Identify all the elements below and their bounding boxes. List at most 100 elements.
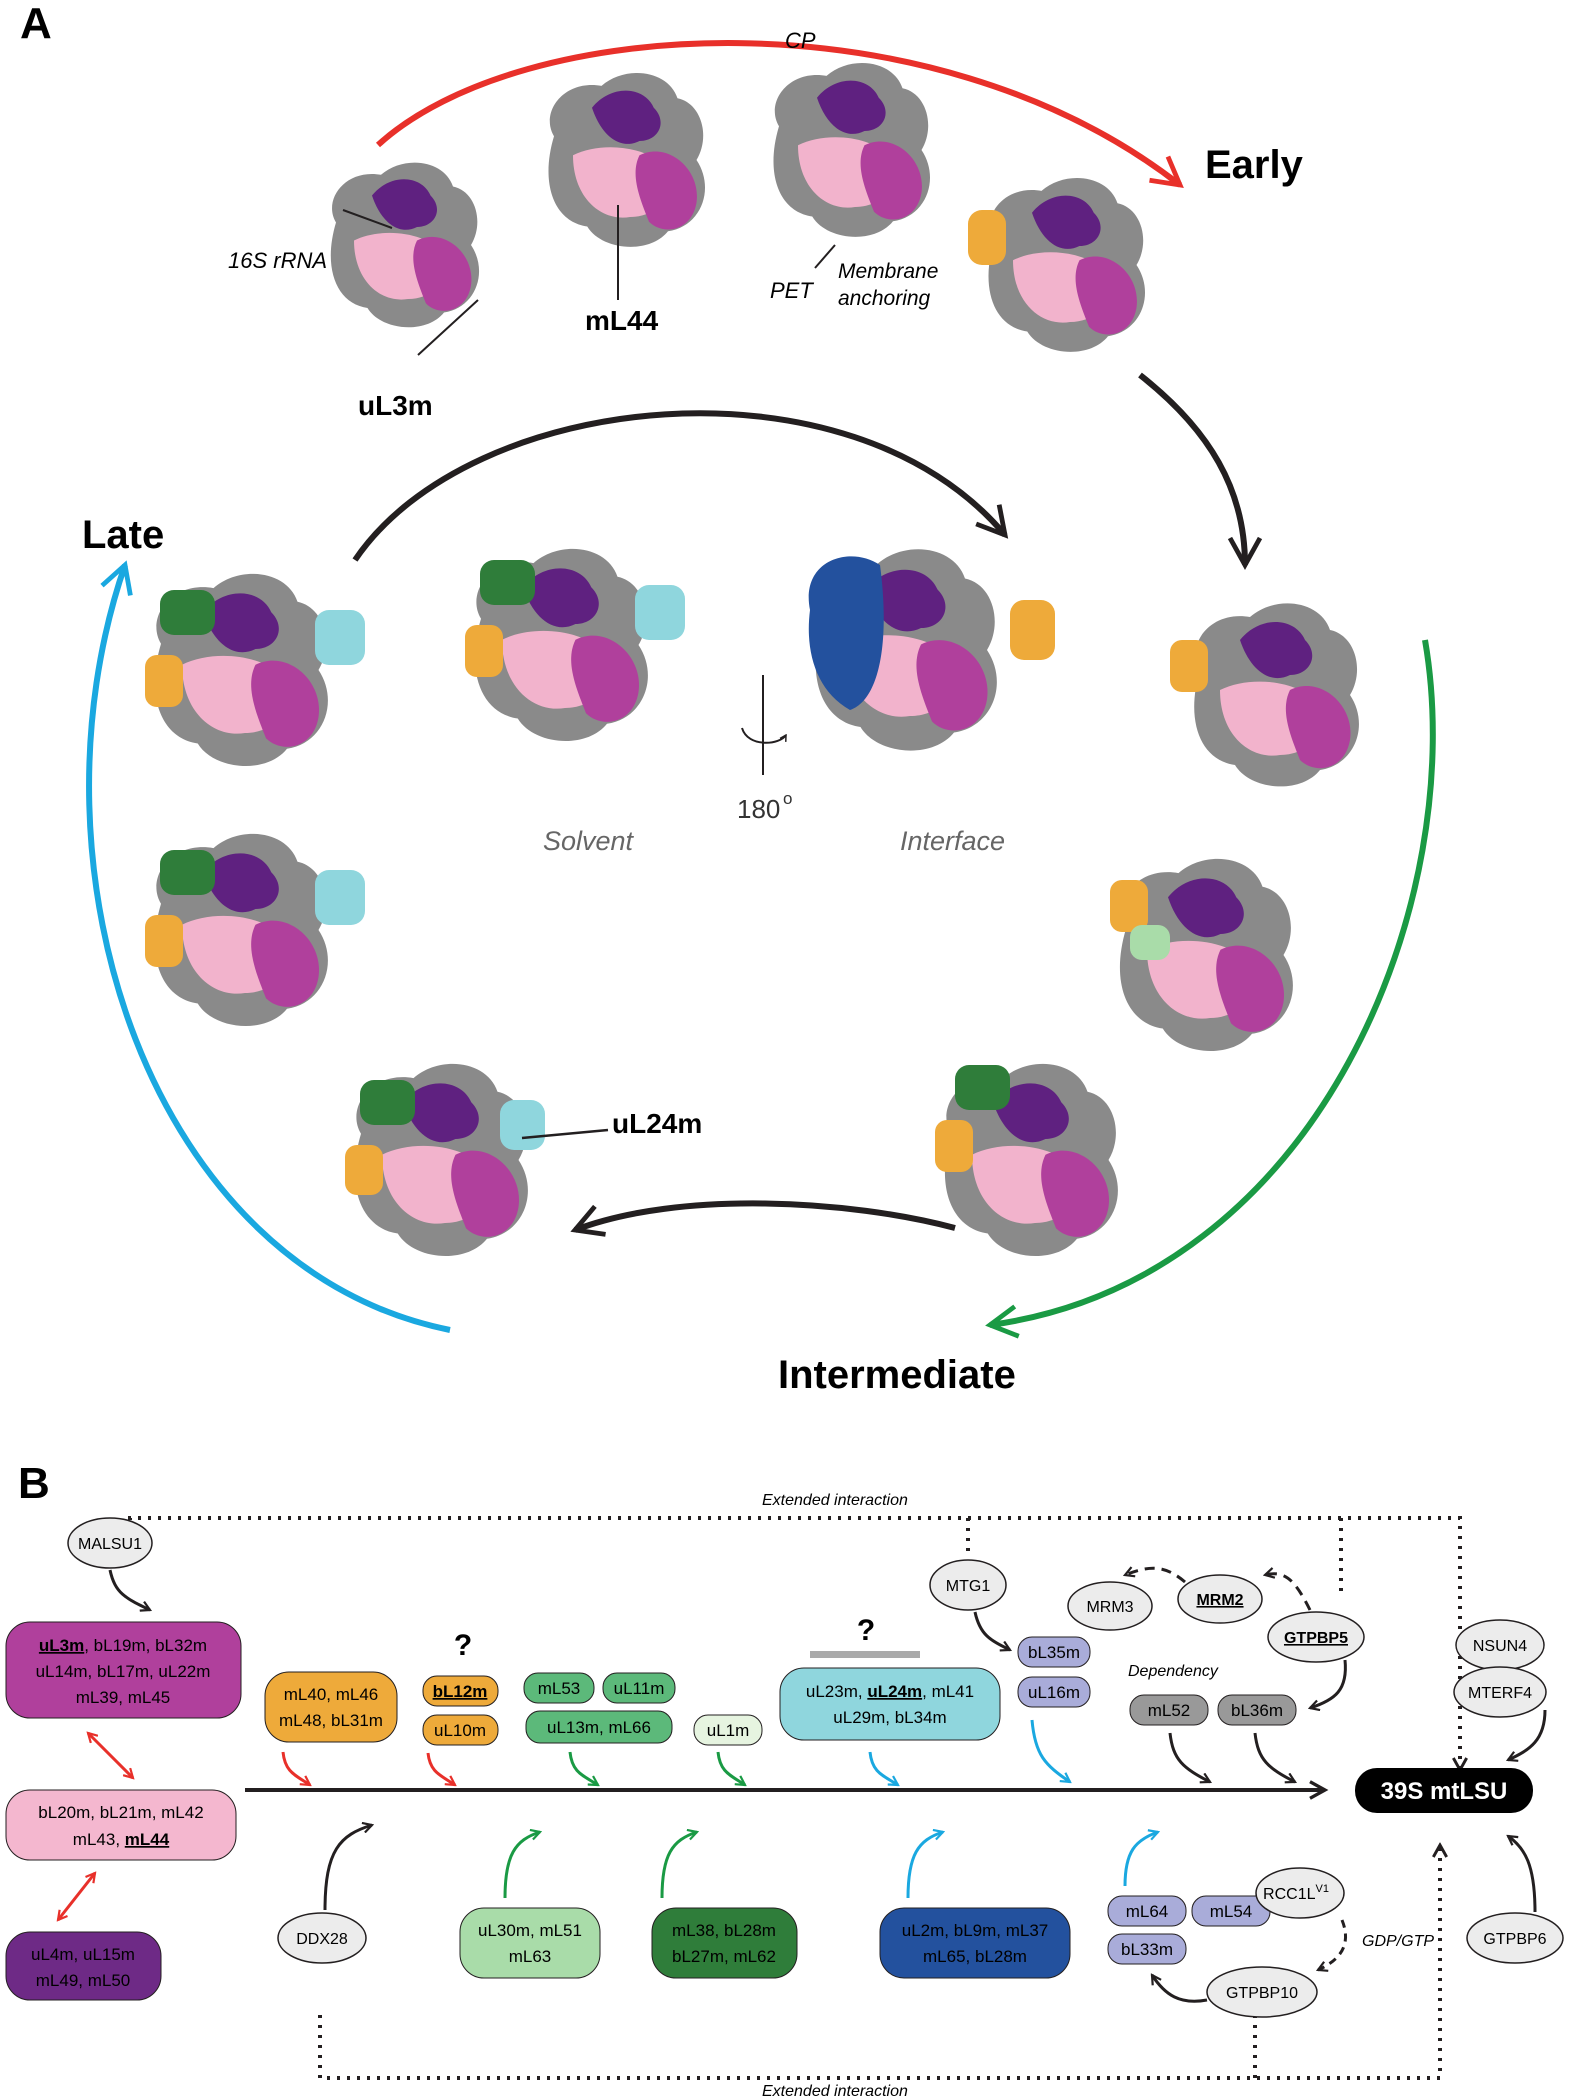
module-cyan-pre: uL23m, bbox=[806, 1682, 867, 1701]
rrna-leader bbox=[342, 209, 393, 229]
module-bl33m bbox=[1107, 1933, 1187, 1965]
factor-nsun4-label: NSUN4 bbox=[1473, 1638, 1527, 1655]
module-ul13m-ml66 bbox=[525, 1710, 673, 1744]
light-green-arrow bbox=[503, 1832, 540, 1899]
mterf4-arrow bbox=[1508, 1709, 1547, 1760]
dependency-label: Dependency bbox=[1128, 1663, 1219, 1680]
extended-interaction-bottom-line bbox=[318, 1845, 1440, 2080]
label-uL24m: uL24m bbox=[612, 1108, 702, 1139]
structure-mL44 bbox=[548, 72, 706, 247]
module-light-green-line2: mL63 bbox=[509, 1947, 552, 1966]
rotation-label: 180 bbox=[737, 794, 780, 824]
module-bl35m bbox=[1017, 1636, 1091, 1668]
panel-b-letter: B bbox=[18, 1459, 50, 1508]
module-dark-green-line1: mL38, bL28m bbox=[672, 1921, 776, 1940]
red-double-arrow-2 bbox=[58, 1873, 95, 1920]
module-ul13m-ml66-label: uL13m, mL66 bbox=[547, 1718, 651, 1737]
factor-rcc1l-text: RCC1LV1 bbox=[1263, 1883, 1329, 1903]
module-pink-line1: bL20m, bL21m, mL42 bbox=[38, 1803, 203, 1822]
dark-green-arrow bbox=[660, 1832, 697, 1899]
int3-dkgreen bbox=[955, 1065, 1010, 1110]
module-cyan-key: uL24m bbox=[867, 1682, 922, 1701]
gtpbp5-arrow bbox=[1310, 1659, 1347, 1708]
center-transition-arrow bbox=[352, 410, 1009, 562]
factor-mterf4 bbox=[1453, 1666, 1547, 1718]
late3-dkgreen bbox=[360, 1080, 415, 1125]
factor-mrm3 bbox=[1067, 1581, 1153, 1631]
bl36m-arrow bbox=[1253, 1732, 1295, 1782]
question-bar bbox=[810, 1651, 920, 1658]
module-blue-line2: mL65, bL28m bbox=[923, 1947, 1027, 1966]
solvent-teal bbox=[635, 585, 685, 640]
late3-orange bbox=[345, 1145, 383, 1195]
label-pet: PET bbox=[770, 278, 814, 303]
module-ul10m-label: uL10m bbox=[434, 1721, 486, 1740]
rcc1l-to-gtpbp10-arrow bbox=[1318, 1919, 1348, 1970]
module-ul11m bbox=[602, 1672, 676, 1704]
module-cyan-post: , mL41 bbox=[922, 1682, 974, 1701]
label-16s-rrna: 16S rRNA bbox=[228, 248, 327, 273]
factor-mtg1-label: MTG1 bbox=[946, 1578, 991, 1595]
late3-teal bbox=[500, 1100, 545, 1150]
stage-early-label: Early bbox=[1205, 143, 1304, 187]
intermediate-cycle-arrow bbox=[985, 639, 1436, 1339]
factor-gtpbp6-label: GTPBP6 bbox=[1483, 1931, 1546, 1948]
module-dark-green bbox=[651, 1907, 798, 1979]
factor-malsu1-label: MALSU1 bbox=[78, 1536, 142, 1553]
module-ul10m bbox=[422, 1714, 499, 1746]
module-light-green bbox=[459, 1907, 601, 1979]
module-ul16m-label: uL16m bbox=[1028, 1683, 1080, 1702]
ul1m-arrow bbox=[716, 1751, 745, 1785]
label-membrane-anchoring-2: anchoring bbox=[838, 287, 931, 310]
factor-mrm3-label: MRM3 bbox=[1086, 1599, 1133, 1616]
lavender-a-arrow bbox=[1030, 1719, 1070, 1782]
late1-teal bbox=[315, 610, 365, 665]
int2-orange bbox=[1110, 880, 1148, 932]
gdp-gtp-label: GDP/GTP bbox=[1362, 1933, 1434, 1950]
label-interface: Interface bbox=[900, 826, 1005, 856]
factor-gtpbp5-label: GTPBP5 bbox=[1284, 1630, 1348, 1647]
module-magenta-line3: mL39, mL45 bbox=[76, 1688, 171, 1707]
module-bl35m-label: bL35m bbox=[1028, 1643, 1080, 1662]
factor-ddx28 bbox=[277, 1912, 367, 1964]
solvent-orange bbox=[465, 625, 503, 677]
factor-malsu1 bbox=[67, 1517, 153, 1569]
question-mark-1: ? bbox=[454, 1629, 472, 1662]
solvent-dkgreen bbox=[480, 560, 535, 605]
factor-gtpbp10 bbox=[1206, 1966, 1318, 2018]
target-39s-mtlsu-label: 39S mtLSU bbox=[1381, 1778, 1508, 1805]
panel-a-letter: A bbox=[20, 0, 52, 48]
factor-gtpbp5 bbox=[1267, 1611, 1365, 1663]
stage-intermediate-label: Intermediate bbox=[778, 1353, 1016, 1397]
late2-dkgreen bbox=[160, 850, 215, 895]
stage-late-label: Late bbox=[82, 513, 164, 557]
module-cyan-line2: uL29m, bL34m bbox=[833, 1708, 946, 1727]
module-ul1m bbox=[693, 1714, 763, 1746]
interface-orange bbox=[1010, 600, 1055, 660]
label-membrane-anchoring-1: Membrane bbox=[838, 260, 938, 283]
module-ml54-label: mL54 bbox=[1210, 1902, 1253, 1921]
module-bl36m bbox=[1217, 1694, 1297, 1726]
gtpbp5-to-mrm2-arrow bbox=[1265, 1574, 1312, 1611]
cyan-arrow bbox=[868, 1751, 898, 1787]
module-ml64-label: mL64 bbox=[1126, 1902, 1169, 1921]
factor-gtpbp10-label: GTPBP10 bbox=[1226, 1985, 1298, 2002]
module-ml53-label: mL53 bbox=[538, 1679, 581, 1698]
module-orange-a-line2: mL48, bL31m bbox=[279, 1711, 383, 1730]
green-a-arrow bbox=[568, 1751, 598, 1787]
module-bl12m bbox=[422, 1675, 499, 1707]
factor-mrm2-label: MRM2 bbox=[1196, 1592, 1243, 1609]
module-ul11m-label: uL11m bbox=[614, 1679, 665, 1698]
module-purple-line2: mL49, mL50 bbox=[36, 1971, 131, 1990]
late2-orange bbox=[145, 915, 183, 967]
module-pink bbox=[5, 1789, 237, 1861]
label-mL44: mL44 bbox=[585, 305, 659, 336]
early-to-intermediate-arrow bbox=[1138, 372, 1263, 570]
module-light-green-line1: uL30m, mL51 bbox=[478, 1921, 582, 1940]
gtpbp6-arrow bbox=[1508, 1836, 1537, 1913]
structure-cp-pet bbox=[773, 62, 931, 237]
mtg1-arrow bbox=[973, 1611, 1010, 1650]
factor-rcc1l-superscript: V1 bbox=[1316, 1883, 1329, 1895]
interface-blue-part bbox=[808, 556, 884, 710]
factor-gtpbp6 bbox=[1466, 1912, 1564, 1964]
